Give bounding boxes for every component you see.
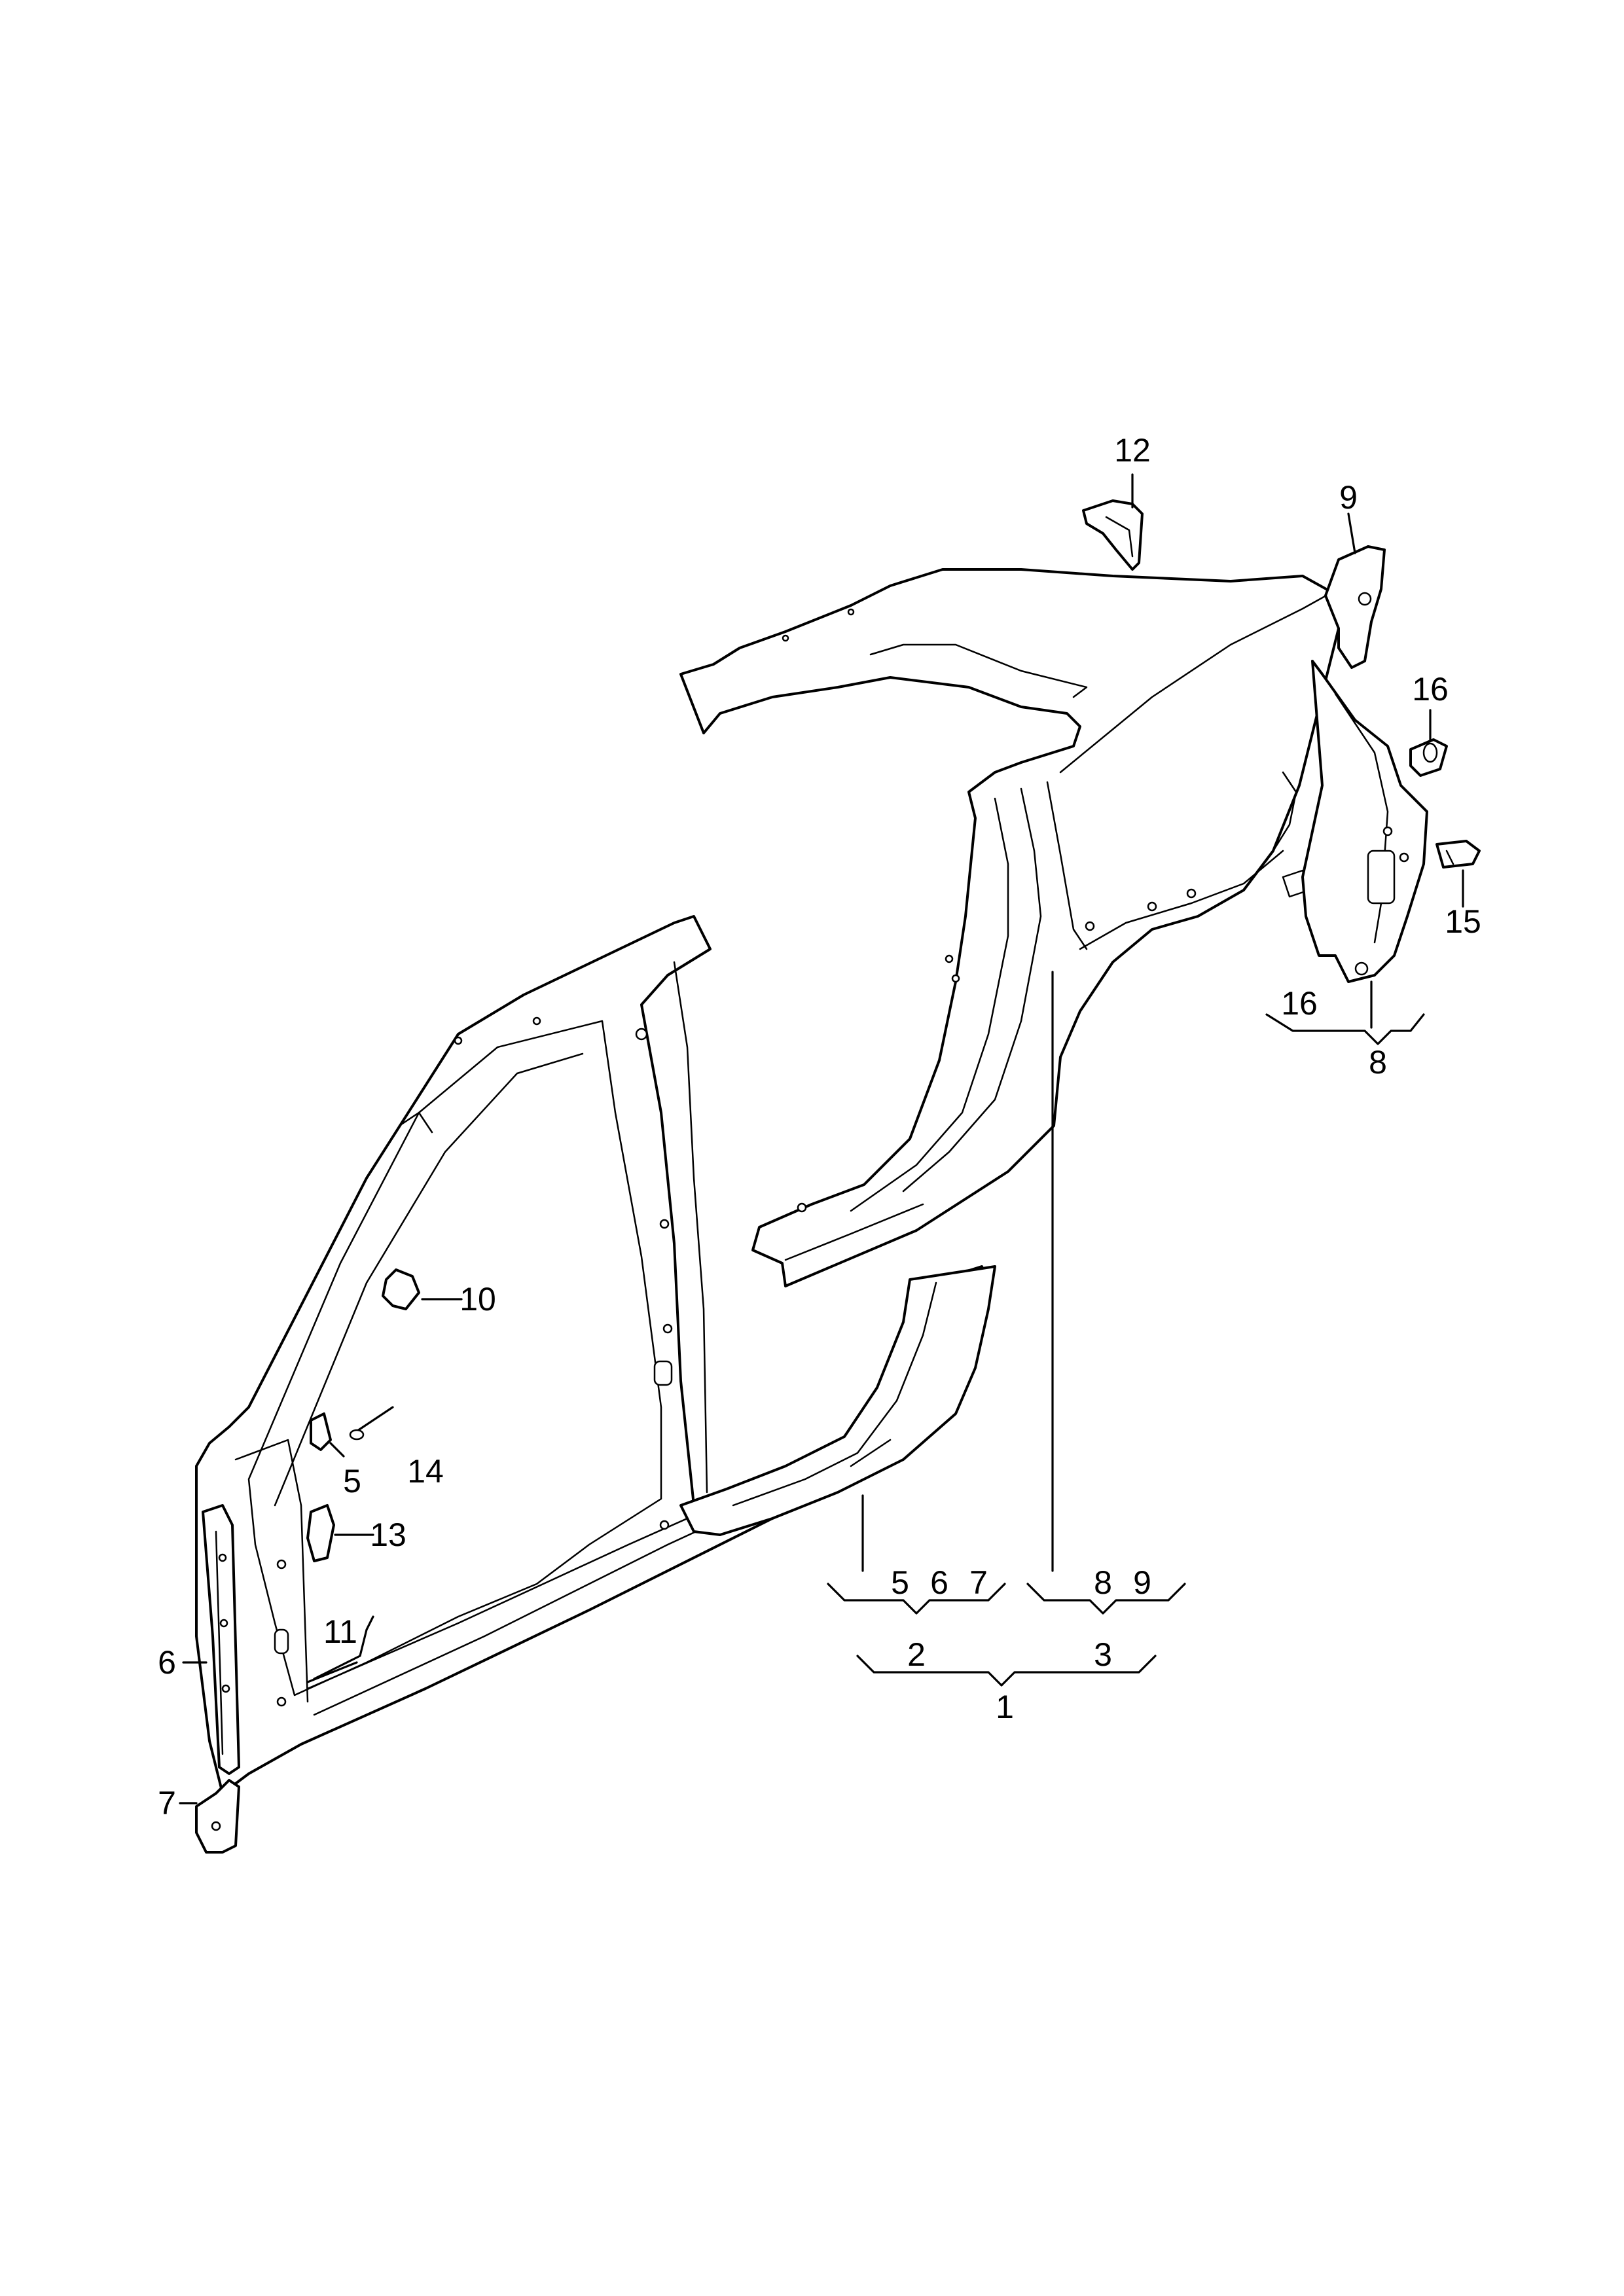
bracket-9[interactable] [1324,545,1386,669]
callout-9-group: 9 [1133,1564,1151,1601]
callout-7: 7 [158,1785,176,1821]
callout-8: 8 [1369,1044,1387,1081]
part-5[interactable] [310,1412,332,1451]
panel-8[interactable] [1301,660,1428,983]
callout-13: 13 [370,1516,406,1553]
side-panel-frame[interactable] [195,915,990,1795]
rear-quarter-panel[interactable] [679,568,1340,1287]
sill-panel[interactable] [679,1265,996,1536]
reinforcement-6[interactable] [202,1504,240,1775]
callout-2: 2 [907,1636,926,1673]
wire-11[interactable] [306,1615,374,1683]
pin-14[interactable] [349,1406,394,1441]
callout-16-b: 16 [1281,985,1318,1022]
callout-14: 14 [407,1453,444,1490]
clip-10[interactable] [382,1268,420,1310]
callout-3: 3 [1094,1636,1112,1673]
leader-lines [179,473,1464,1804]
callout-6: 6 [158,1644,176,1681]
callout-labels: 12 9 16 15 16 8 10 14 5 13 11 6 7 5 6 7 … [158,432,1481,1821]
bolt-15[interactable] [1435,840,1481,869]
callout-9: 9 [1339,479,1358,516]
grommet-16[interactable] [1409,738,1448,777]
callout-16-a: 16 [1412,671,1449,708]
callout-6-group: 6 [930,1564,948,1601]
callout-8-group: 8 [1094,1564,1112,1601]
callout-11: 11 [323,1613,357,1650]
bracket-12[interactable] [1082,499,1144,571]
callout-15: 15 [1445,903,1481,940]
callout-1: 1 [996,1689,1014,1725]
bracket-7[interactable] [195,1779,240,1854]
callout-7-group: 7 [969,1564,988,1601]
callout-12: 12 [1114,432,1151,469]
callout-5-group: 5 [891,1564,909,1601]
callout-10: 10 [460,1281,496,1318]
cover-13[interactable] [306,1504,335,1562]
callout-5: 5 [343,1463,361,1499]
